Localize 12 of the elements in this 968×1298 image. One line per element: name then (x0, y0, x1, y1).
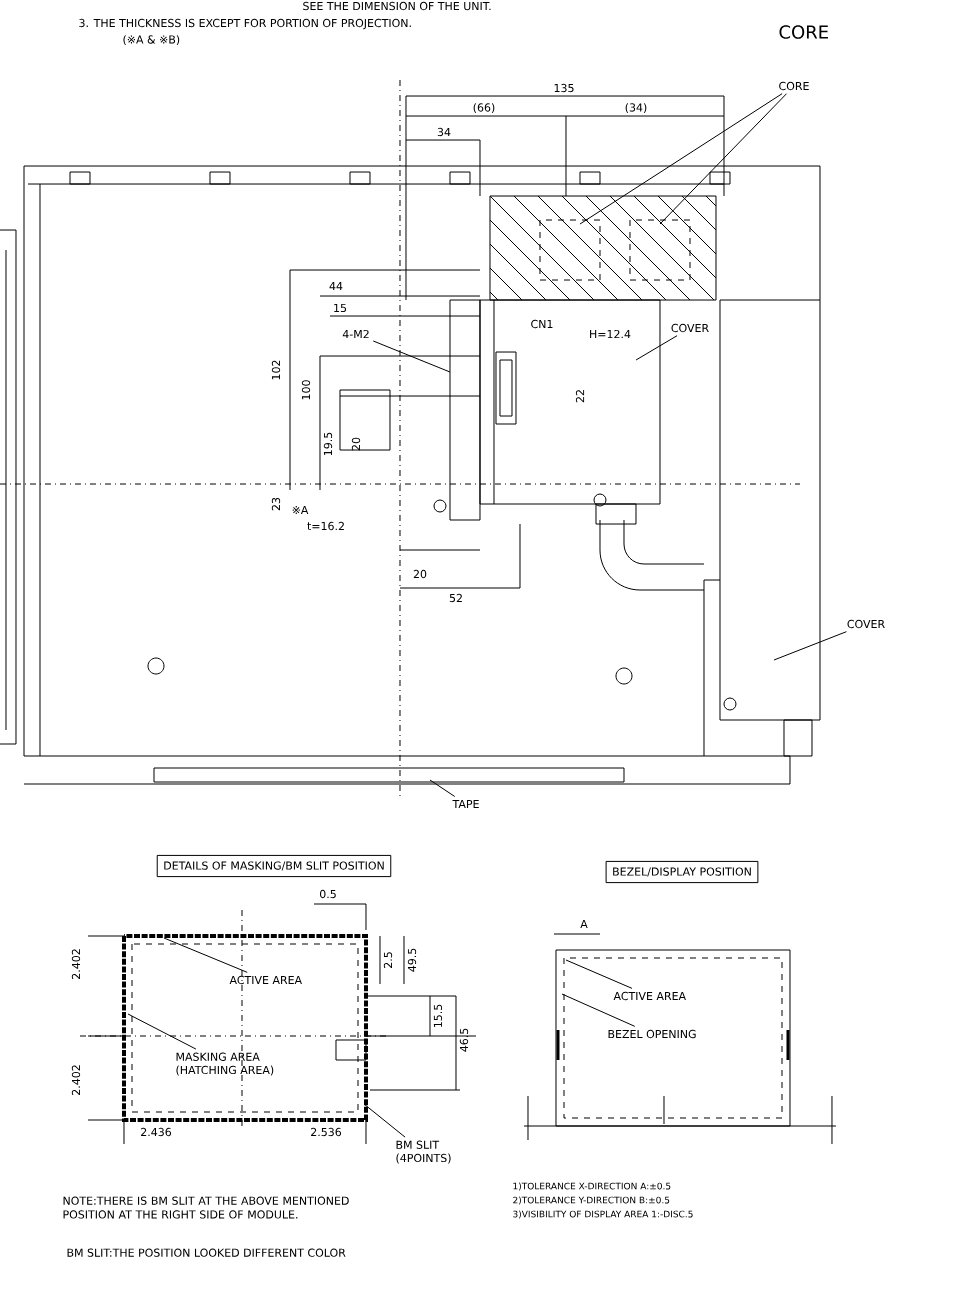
leader-line (127, 1013, 197, 1050)
leader-line (773, 631, 847, 661)
leader-line (561, 993, 636, 1027)
leader-line (659, 93, 788, 225)
leader-line (635, 335, 678, 361)
leader-line (579, 93, 783, 225)
leader-line (372, 340, 451, 373)
leader-line (163, 937, 248, 973)
leader-line (363, 1103, 406, 1138)
leader-line (429, 779, 456, 797)
part-name: CORE (779, 25, 828, 39)
leader-line (565, 959, 633, 989)
